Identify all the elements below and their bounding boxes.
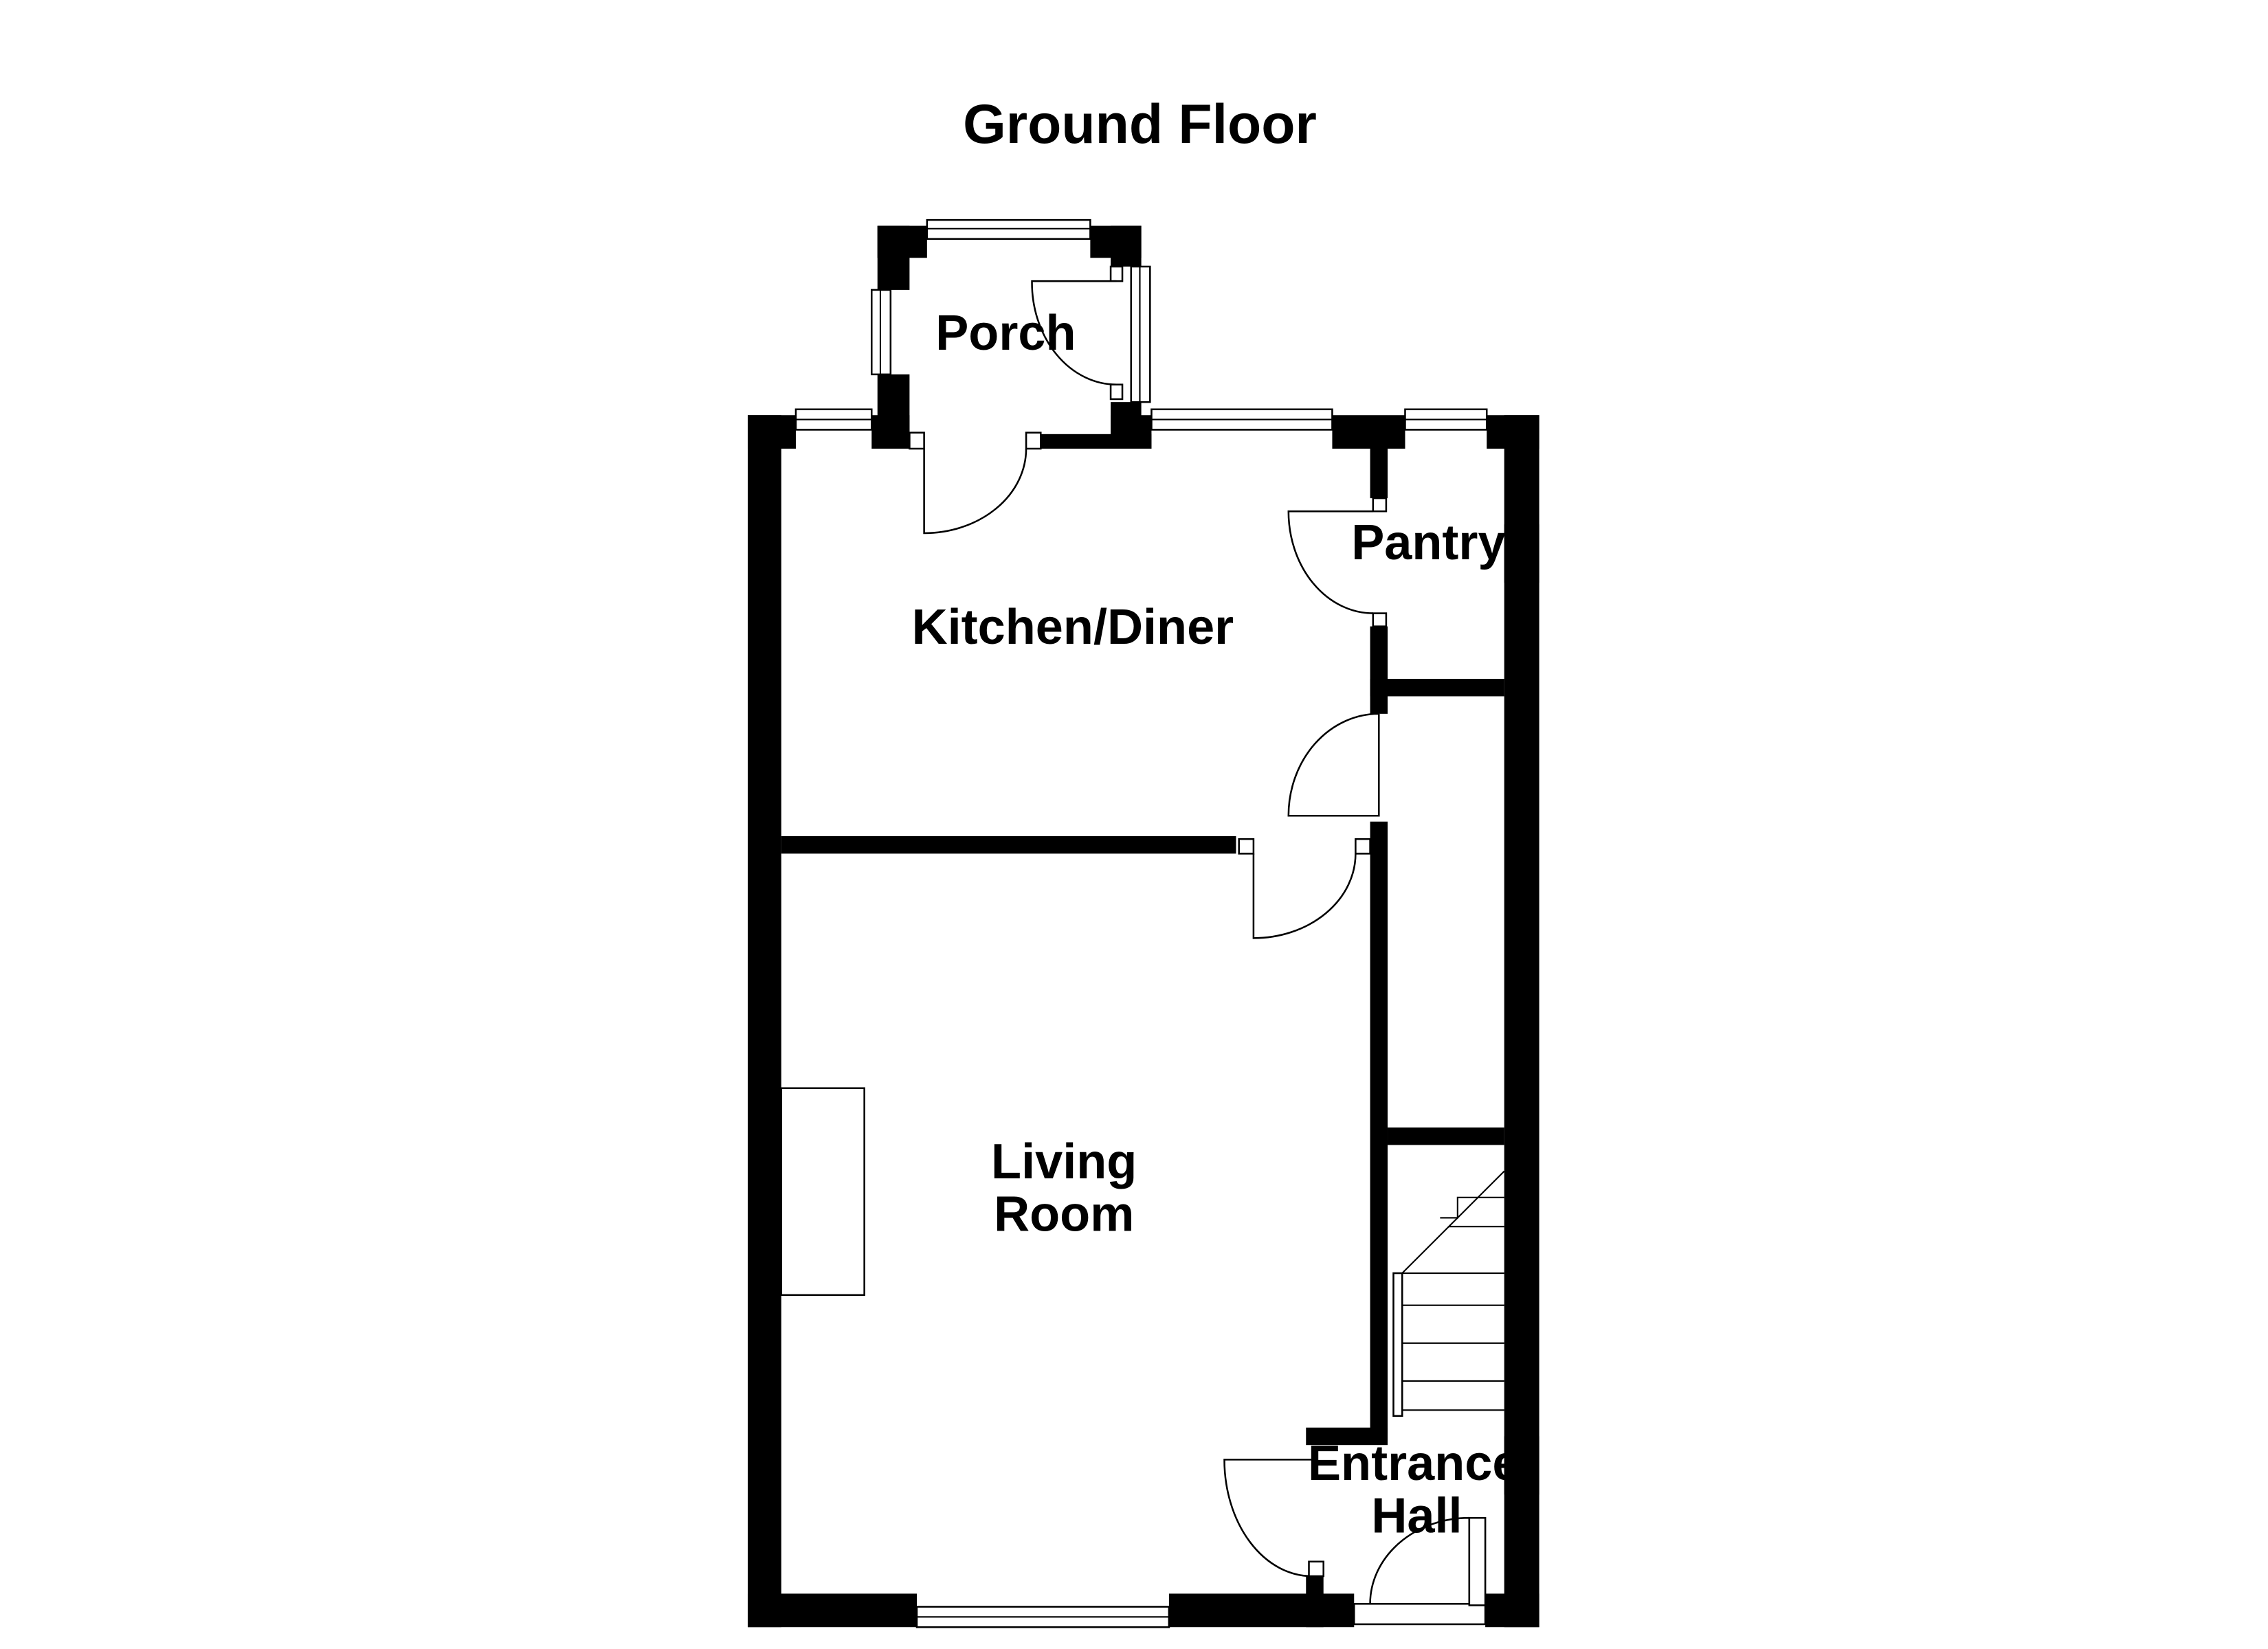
exterior-wall-right <box>1504 415 1539 1628</box>
room-labels: Porch Kitchen/Diner Pantry Living Room E… <box>912 306 1520 1544</box>
exterior-wall-top-mid-a <box>871 415 910 449</box>
door-kitchen-hall <box>1287 713 1380 817</box>
doors <box>909 265 1487 1606</box>
exterior-wall-left <box>747 415 781 1628</box>
exterior-wall-bottom-right <box>1485 1593 1539 1628</box>
exterior-wall-bottom-mid <box>1168 1593 1355 1628</box>
wall-hall-door-stub <box>1306 1575 1324 1628</box>
exterior-wall-top-mid-c <box>1111 415 1152 449</box>
clip-right-wall-2 <box>1504 1436 1539 1495</box>
windows <box>794 218 1488 1628</box>
exterior-wall-top-right-b <box>1487 415 1539 449</box>
room-label-hall-1: Entrance <box>1308 1436 1520 1491</box>
exterior-wall-bottom-left <box>747 1593 917 1628</box>
room-label-kitchen: Kitchen/Diner <box>912 600 1234 655</box>
exterior-wall-top-left <box>747 415 796 449</box>
room-label-living-2: Room <box>994 1187 1134 1242</box>
room-label-pantry: Pantry <box>1351 515 1505 570</box>
exterior-wall-top-right-a <box>1332 415 1405 449</box>
chimney-breast <box>780 1087 865 1297</box>
door-front <box>1369 1516 1471 1605</box>
room-label-porch: Porch <box>935 306 1076 361</box>
wall-kitchen-living <box>781 835 1236 854</box>
wall-hall-left <box>1370 821 1388 1434</box>
wall-pantry-bottom <box>1370 678 1504 697</box>
door-living-hall <box>1223 1459 1312 1578</box>
door-living-kitchen <box>1252 853 1357 939</box>
window-porch-left <box>870 289 892 376</box>
wall-hall-left-stub <box>1306 1427 1388 1446</box>
room-label-living-1: Living <box>991 1134 1137 1189</box>
wall-under-stairs <box>1388 1127 1504 1145</box>
door-porch-kitchen <box>923 449 1027 535</box>
staircase <box>1392 1170 1505 1417</box>
porch-wall-right-upper <box>1111 225 1142 267</box>
front-door-frame <box>1353 1603 1487 1626</box>
walls <box>747 225 1539 1628</box>
fixtures <box>780 1087 1505 1417</box>
door-porch-external <box>1031 280 1117 385</box>
room-label-hall-2: Hall <box>1371 1488 1462 1543</box>
clip-right-wall <box>1504 524 1539 583</box>
door-pantry <box>1287 510 1373 614</box>
porch-wall-left-upper <box>877 225 910 290</box>
plan-title: Ground Floor <box>963 93 1317 155</box>
wall-pantry-left-upper <box>1370 449 1388 499</box>
wall-pantry-left-lower <box>1370 626 1388 714</box>
